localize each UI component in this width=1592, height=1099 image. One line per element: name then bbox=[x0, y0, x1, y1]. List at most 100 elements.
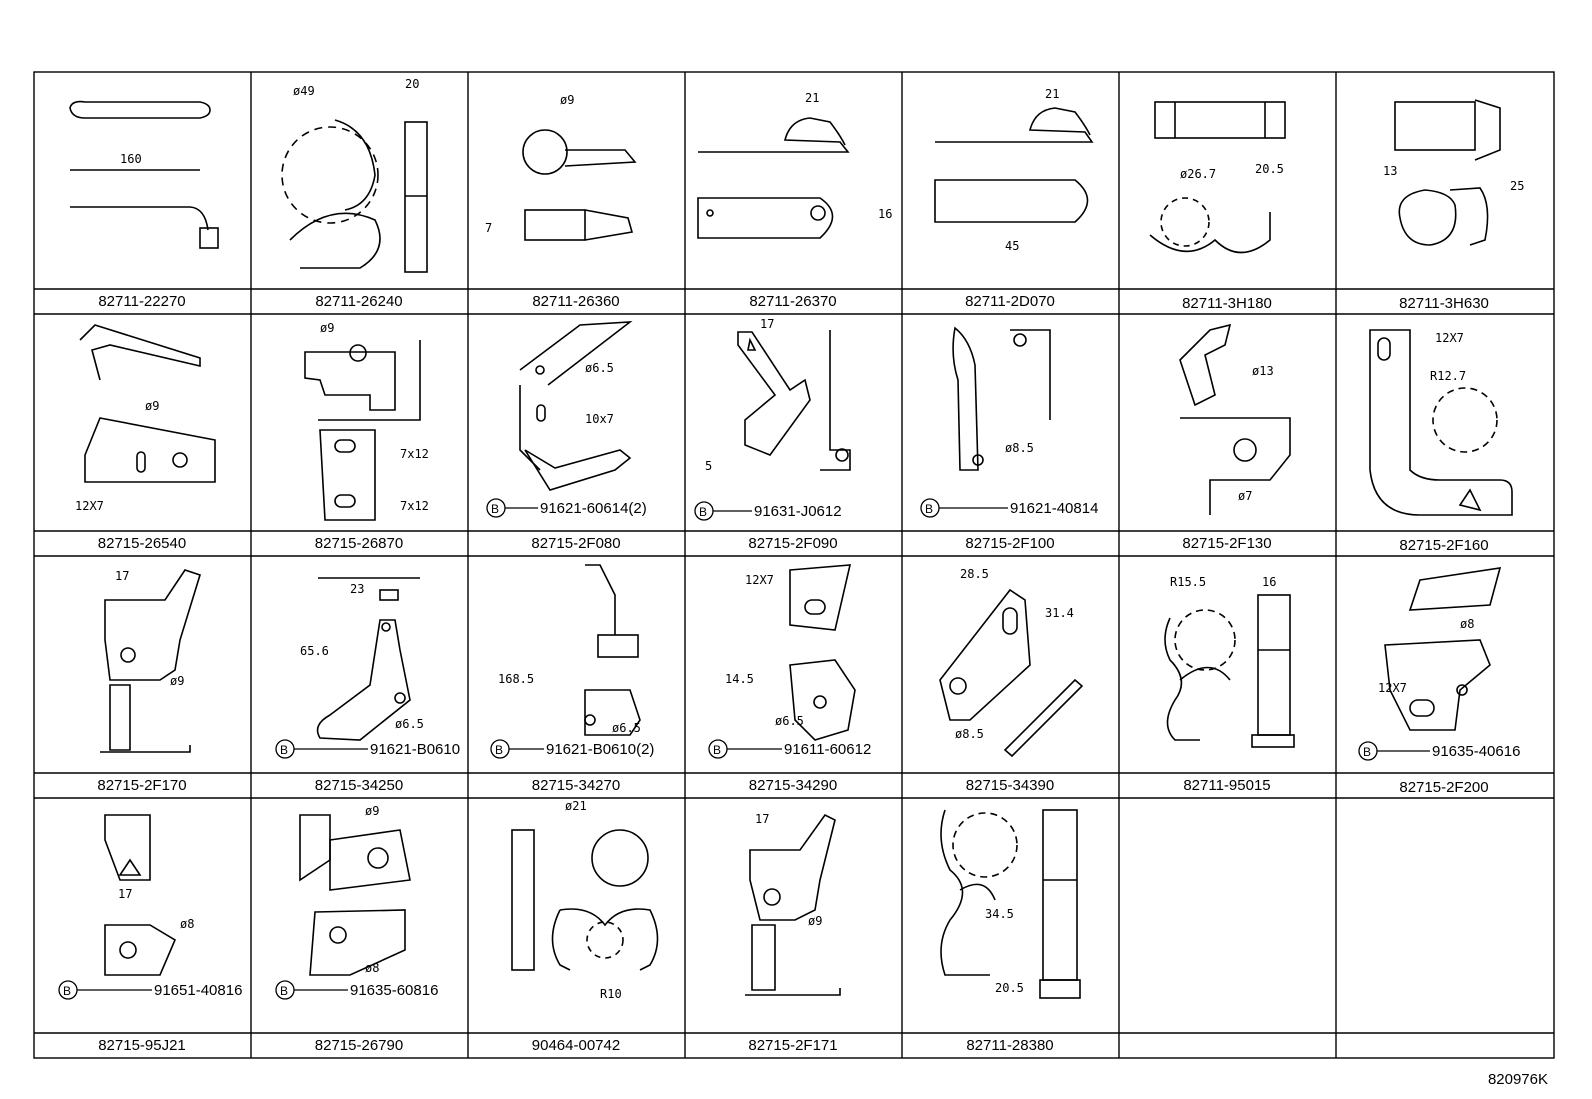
bolt-ref-9: B 91621-60614(2) bbox=[486, 498, 647, 518]
sketch-cell-13 bbox=[1369, 329, 1513, 516]
sketch-cell-12 bbox=[1179, 323, 1291, 515]
sketch-cell-22 bbox=[299, 814, 411, 976]
part-number-19: 82711-95015 bbox=[1183, 777, 1270, 794]
part-number-23: 90464-00742 bbox=[532, 1037, 620, 1054]
dim-19-0: R15.5 bbox=[1170, 575, 1206, 589]
part-number-20: 82715-2F200 bbox=[1399, 779, 1488, 796]
part-number-21: 82715-95J21 bbox=[98, 1037, 186, 1054]
svg-text:B: B bbox=[491, 502, 499, 516]
sketch-cell-2 bbox=[522, 129, 637, 241]
part-number-labels: 82711-22270 82711-26240 82711-26360 8271… bbox=[97, 293, 1489, 1054]
dim-21-0: 17 bbox=[118, 887, 132, 901]
sketch-cell-9 bbox=[519, 321, 633, 491]
part-number-18: 82715-34390 bbox=[966, 777, 1054, 794]
sketch-cell-6 bbox=[1394, 99, 1501, 246]
dim-22-1: ø8 bbox=[365, 961, 379, 975]
dim-14-0: 17 bbox=[115, 569, 129, 583]
sketch-cell-24 bbox=[745, 813, 841, 996]
part-number-12: 82715-2F130 bbox=[1182, 535, 1271, 552]
dim-0-0: 160 bbox=[120, 152, 142, 166]
dim-18-0: 28.5 bbox=[960, 567, 989, 581]
bolt-ref-22: B 91635-60816 bbox=[275, 980, 438, 1000]
sketch-cell-16 bbox=[584, 564, 641, 736]
bolt-ref-10: B 91631-J0612 bbox=[694, 501, 842, 521]
sketch-cell-20 bbox=[1384, 567, 1502, 731]
dim-7-1: 12X7 bbox=[75, 499, 104, 513]
dim-4-0: 21 bbox=[1045, 87, 1059, 101]
dim-11-0: ø8.5 bbox=[1005, 441, 1034, 455]
dim-22-0: ø9 bbox=[365, 804, 379, 818]
part-number-25: 82711-28380 bbox=[966, 1037, 1053, 1054]
dim-16-0: 168.5 bbox=[498, 672, 534, 686]
part-number-3: 82711-26370 bbox=[749, 293, 836, 310]
dim-7-0: ø9 bbox=[145, 399, 159, 413]
sketch-cell-17 bbox=[789, 564, 856, 741]
part-number-8: 82715-26870 bbox=[315, 535, 403, 552]
svg-text:B: B bbox=[699, 505, 707, 519]
part-number-22: 82715-26790 bbox=[315, 1037, 403, 1054]
part-number-0: 82711-22270 bbox=[98, 293, 185, 310]
bolt-ref-20: B 91635-40616 bbox=[1358, 741, 1520, 761]
bolt-ref-17: B 91611-60612 bbox=[708, 739, 871, 759]
dim-23-1: R10 bbox=[600, 987, 622, 1001]
sketch-cell-23 bbox=[511, 829, 659, 971]
bolt-ref-11: B 91621-40814 bbox=[920, 498, 1098, 518]
dim-3-1: 16 bbox=[878, 207, 892, 221]
dim-6-1: 25 bbox=[1510, 179, 1524, 193]
bolt-number-15: 91621-B0610 bbox=[370, 741, 460, 758]
svg-text:B: B bbox=[280, 743, 288, 757]
part-number-9: 82715-2F080 bbox=[531, 535, 620, 552]
dim-19-1: 16 bbox=[1262, 575, 1276, 589]
dim-24-1: ø9 bbox=[808, 914, 822, 928]
sketch-cell-25 bbox=[940, 809, 1081, 999]
dim-17-0: 12X7 bbox=[745, 573, 774, 587]
parts-grid bbox=[33, 71, 1555, 1059]
dim-10-1: 5 bbox=[705, 459, 712, 473]
bolt-number-16: 91621-B0610(2) bbox=[546, 741, 654, 758]
part-number-14: 82715-2F170 bbox=[97, 777, 186, 794]
dim-25-1: 20.5 bbox=[995, 981, 1024, 995]
bolt-reference-callouts: B 91621-60614(2) B 91631-J0612 B 91621-4… bbox=[58, 498, 1520, 1000]
part-number-2: 82711-26360 bbox=[532, 293, 619, 310]
dimension-labels: 160 ø49 20 ø9 7 21 16 21 45 ø26.7 20.5 1… bbox=[75, 77, 1524, 1001]
bolt-number-22: 91635-60816 bbox=[350, 982, 438, 999]
part-number-7: 82715-26540 bbox=[98, 535, 186, 552]
dim-12-1: ø7 bbox=[1238, 489, 1252, 503]
dim-13-1: R12.7 bbox=[1430, 369, 1466, 383]
dim-3-0: 21 bbox=[805, 91, 819, 105]
dim-15-1: 65.6 bbox=[300, 644, 329, 658]
dim-1-0: ø49 bbox=[293, 84, 315, 98]
dim-9-1: 10x7 bbox=[585, 412, 614, 426]
sketch-cell-0 bbox=[69, 100, 219, 249]
bolt-number-11: 91621-40814 bbox=[1010, 500, 1098, 517]
dim-5-0: ø26.7 bbox=[1180, 167, 1216, 181]
dim-12-0: ø13 bbox=[1252, 364, 1274, 378]
dim-15-2: ø6.5 bbox=[395, 717, 424, 731]
part-number-6: 82711-3H630 bbox=[1399, 295, 1489, 312]
bolt-number-10: 91631-J0612 bbox=[754, 503, 842, 520]
part-number-10: 82715-2F090 bbox=[748, 535, 837, 552]
sketch-cell-19 bbox=[1164, 594, 1295, 748]
part-number-24: 82715-2F171 bbox=[748, 1037, 837, 1054]
svg-text:B: B bbox=[925, 502, 933, 516]
dim-10-0: 17 bbox=[760, 317, 774, 331]
bolt-number-20: 91635-40616 bbox=[1432, 743, 1520, 760]
bolt-ref-15: B 91621-B0610 bbox=[275, 739, 460, 759]
svg-text:B: B bbox=[280, 984, 288, 998]
sketch-cell-1 bbox=[281, 119, 428, 273]
sketch-cell-14 bbox=[100, 569, 201, 753]
dim-4-1: 45 bbox=[1005, 239, 1019, 253]
dim-13-0: 12X7 bbox=[1435, 331, 1464, 345]
dim-8-2: 7x12 bbox=[400, 499, 429, 513]
dim-21-1: ø8 bbox=[180, 917, 194, 931]
sketch-cell-21 bbox=[104, 814, 177, 976]
part-number-13: 82715-2F160 bbox=[1399, 537, 1488, 554]
svg-text:B: B bbox=[495, 743, 503, 757]
dim-17-1: 14.5 bbox=[725, 672, 754, 686]
sketch-cell-5 bbox=[1149, 101, 1286, 254]
dim-20-1: 12X7 bbox=[1378, 681, 1407, 695]
part-number-15: 82715-34250 bbox=[315, 777, 403, 794]
dim-2-0: ø9 bbox=[560, 93, 574, 107]
sketch-cell-7 bbox=[79, 324, 216, 483]
part-number-11: 82715-2F100 bbox=[965, 535, 1054, 552]
